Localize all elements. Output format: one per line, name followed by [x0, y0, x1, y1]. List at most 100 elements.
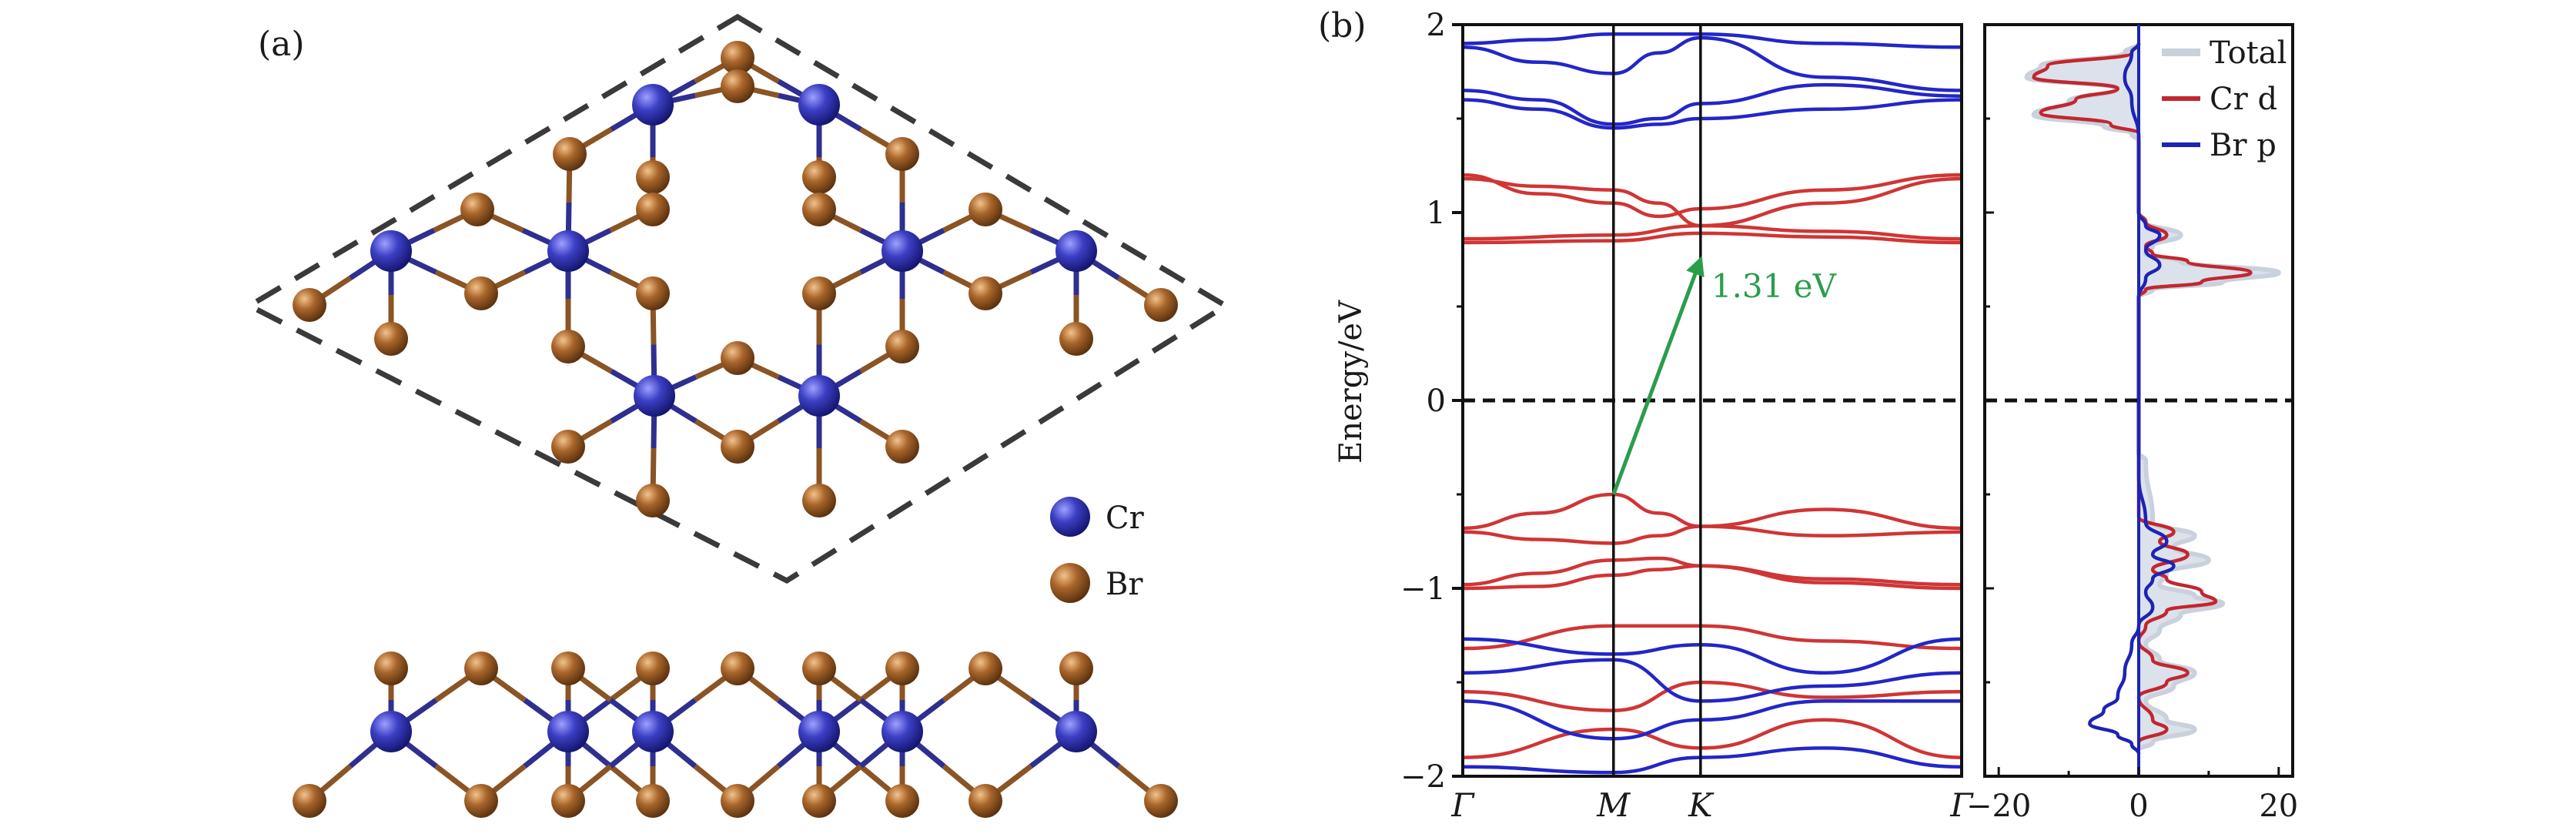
- y-tick-label: 2: [1427, 8, 1446, 43]
- band-line: [1463, 556, 1962, 587]
- panel-b-label: (b): [1318, 6, 1367, 45]
- br-atom: [551, 330, 585, 363]
- cr-atom: [632, 711, 674, 752]
- band-line: [1463, 172, 1962, 219]
- br-atom: [885, 784, 919, 818]
- br-atom: [721, 41, 754, 75]
- br-atom: [721, 430, 754, 464]
- br-atom: [464, 784, 498, 818]
- br-atom: [721, 784, 754, 818]
- br-atom: [460, 193, 494, 226]
- side-view-structure: [293, 651, 1178, 818]
- band-line: [1463, 492, 1962, 531]
- br-atom: [1144, 784, 1178, 818]
- dos-legend-label: Cr d: [2210, 82, 2277, 117]
- band-lines: [1463, 32, 1962, 775]
- cr-atom: [882, 230, 923, 272]
- unit-cell-outline: [243, 13, 1231, 584]
- br-atom: [1144, 288, 1178, 322]
- br-atom: [721, 651, 754, 685]
- br-atom: [802, 160, 836, 194]
- br-atom: [969, 651, 1002, 685]
- br-atom: [721, 341, 754, 375]
- br-atom: [374, 651, 408, 685]
- br-atom: [721, 69, 754, 103]
- br-atom: [553, 137, 587, 171]
- br-atom: [885, 651, 919, 685]
- br-atom: [885, 137, 919, 171]
- band-line: [1463, 176, 1962, 228]
- kpoint-label: M: [1596, 786, 1631, 824]
- br-atom: [636, 160, 670, 194]
- gap-arrow: [1611, 256, 1705, 495]
- br-atom: [1059, 322, 1093, 356]
- br-atom: [551, 784, 585, 818]
- br-atom: [885, 430, 919, 464]
- br-atom: [969, 276, 1002, 310]
- band-line: [1463, 564, 1962, 591]
- band-line: [1463, 32, 1962, 49]
- cr-atom: [798, 84, 840, 126]
- band-line: [1463, 746, 1962, 775]
- cr-atom: [1055, 711, 1097, 752]
- legend-br-atom-icon: [1050, 563, 1090, 603]
- br-atom: [969, 784, 1002, 818]
- y-tick-label: −2: [1400, 759, 1446, 795]
- band-line: [1463, 699, 1962, 741]
- cr-atom: [1055, 230, 1097, 272]
- band-line: [1463, 524, 1962, 545]
- atom-legend: Cr Br: [1050, 497, 1145, 603]
- gap-annotation-group: 1.31 eV: [1611, 256, 1837, 495]
- dos-legend-label: Total: [2210, 35, 2287, 71]
- cr-atom: [634, 375, 675, 417]
- dos-x-tick-label: 0: [2129, 789, 2148, 824]
- legend-br: Br: [1050, 563, 1143, 603]
- y-tick-label: −1: [1400, 571, 1446, 607]
- br-atom: [636, 484, 670, 517]
- kpoint-label: Γ: [1949, 786, 1974, 824]
- kpoint-label: Γ: [1450, 786, 1475, 824]
- cr-atom: [547, 230, 589, 272]
- br-atom: [802, 484, 836, 517]
- cr-atom: [370, 711, 412, 752]
- br-atom: [636, 784, 670, 818]
- br-atom: [551, 651, 585, 685]
- band-line: [1463, 680, 1962, 712]
- band-line: [1463, 98, 1962, 130]
- br-atom: [636, 276, 670, 310]
- legend-br-label: Br: [1106, 567, 1143, 602]
- br-atom: [464, 651, 498, 685]
- br-atom: [636, 193, 670, 226]
- top-view-structure: [293, 41, 1178, 517]
- cr-atom: [798, 375, 840, 417]
- gap-label: 1.31 eV: [1711, 267, 1837, 305]
- br-atom: [802, 784, 836, 818]
- dos-cr-d-curve: [2032, 42, 2253, 744]
- legend-cr-atom-icon: [1050, 497, 1090, 537]
- band-line: [1463, 637, 1962, 675]
- br-atom: [802, 193, 836, 226]
- br-atom: [802, 651, 836, 685]
- band-line: [1463, 82, 1962, 126]
- br-atom: [293, 288, 326, 322]
- y-axis-label: Energy/eV: [1333, 300, 1369, 464]
- br-atom: [551, 430, 585, 464]
- br-atom: [293, 784, 326, 818]
- y-tick-label: 1: [1427, 196, 1446, 231]
- kpoint-label: K: [1688, 786, 1715, 824]
- br-atom: [969, 193, 1002, 226]
- legend-cr: Cr: [1050, 497, 1145, 537]
- cr-atom: [547, 711, 589, 752]
- panel-a-label: (a): [258, 25, 305, 64]
- band-line: [1463, 718, 1962, 759]
- y-tick-label: 0: [1427, 384, 1446, 419]
- cr-atom: [370, 230, 412, 272]
- br-atom: [885, 330, 919, 363]
- br-atom: [636, 651, 670, 685]
